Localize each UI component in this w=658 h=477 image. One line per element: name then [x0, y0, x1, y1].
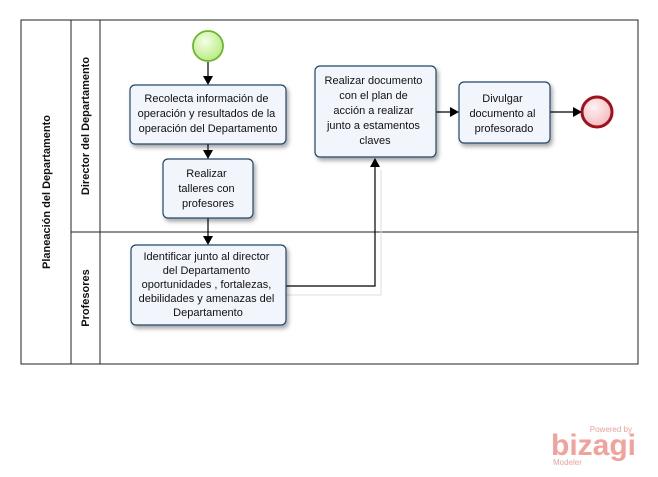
task-identificar-line: debilidades y amenazas del: [139, 293, 275, 305]
task-realizar-documento-line: acción a realizar: [333, 105, 413, 117]
task-talleres[interactable]: Realizar talleres con profesores: [162, 158, 254, 219]
brand-powered: Powered by: [590, 425, 632, 434]
task-recolecta-line: operación y resultados de la: [138, 108, 276, 120]
task-identificar-line: oportunidades , fortalezas,: [142, 279, 272, 291]
task-identificar-line: Identificar junto al director: [143, 251, 269, 263]
task-realizar-documento[interactable]: Realizar documento con el plan de acción…: [314, 65, 437, 158]
task-identificar-line: del Departamento: [163, 265, 250, 277]
task-divulgar-line: Divulgar: [482, 93, 523, 105]
flow-identificar-to-realizar-doc: [286, 158, 380, 287]
lane-label-director-text: Director del Departamento: [80, 57, 92, 195]
task-divulgar[interactable]: Divulgar documento al profesorado: [458, 81, 551, 144]
pool-label-text: Planeación del Departamento: [41, 115, 53, 269]
task-recolecta[interactable]: Recolecta información de operación y res…: [129, 84, 287, 145]
lane-label-director: Director del Departamento: [80, 57, 92, 195]
task-identificar-text: Identificar junto al director del Depart…: [139, 251, 278, 319]
bizagi-logo: Powered by bizagi Modeler: [551, 425, 636, 467]
task-divulgar-line: documento al: [469, 108, 535, 120]
task-divulgar-text: Divulgar documento al profesorado: [469, 93, 538, 135]
task-divulgar-line: profesorado: [475, 123, 534, 135]
task-recolecta-line: Recolecta información de: [144, 93, 268, 105]
connectors: [203, 62, 582, 287]
task-identificar-line: Departamento: [173, 307, 243, 319]
task-talleres-line: Realizar: [186, 168, 227, 180]
task-recolecta-line: operación del Departamento: [139, 123, 278, 135]
task-realizar-documento-text: Realizar documento con el plan de acción…: [325, 75, 426, 147]
guide-lines: [286, 170, 382, 296]
task-talleres-text: Realizar talleres con profesores: [178, 168, 237, 210]
brand-name: bizagi: [551, 429, 636, 462]
task-realizar-documento-line: Realizar documento: [325, 75, 423, 87]
task-talleres-line: talleres con: [178, 183, 234, 195]
task-realizar-documento-line: con el plan de: [339, 90, 408, 102]
pool-label: Planeación del Departamento: [41, 115, 53, 269]
task-identificar[interactable]: Identificar junto al director del Depart…: [130, 244, 287, 326]
task-recolecta-text: Recolecta información de operación y res…: [138, 93, 279, 135]
brand-product: Modeler: [553, 458, 582, 467]
end-event[interactable]: [580, 95, 614, 129]
start-event[interactable]: [192, 30, 224, 62]
pool: [20, 19, 639, 365]
task-talleres-line: profesores: [182, 198, 234, 210]
task-realizar-documento-line: claves: [359, 135, 391, 147]
task-realizar-documento-line: junto a estamentos: [326, 120, 420, 132]
lane-label-profesores: Profesores: [80, 269, 92, 326]
lane-label-profesores-text: Profesores: [80, 269, 92, 326]
